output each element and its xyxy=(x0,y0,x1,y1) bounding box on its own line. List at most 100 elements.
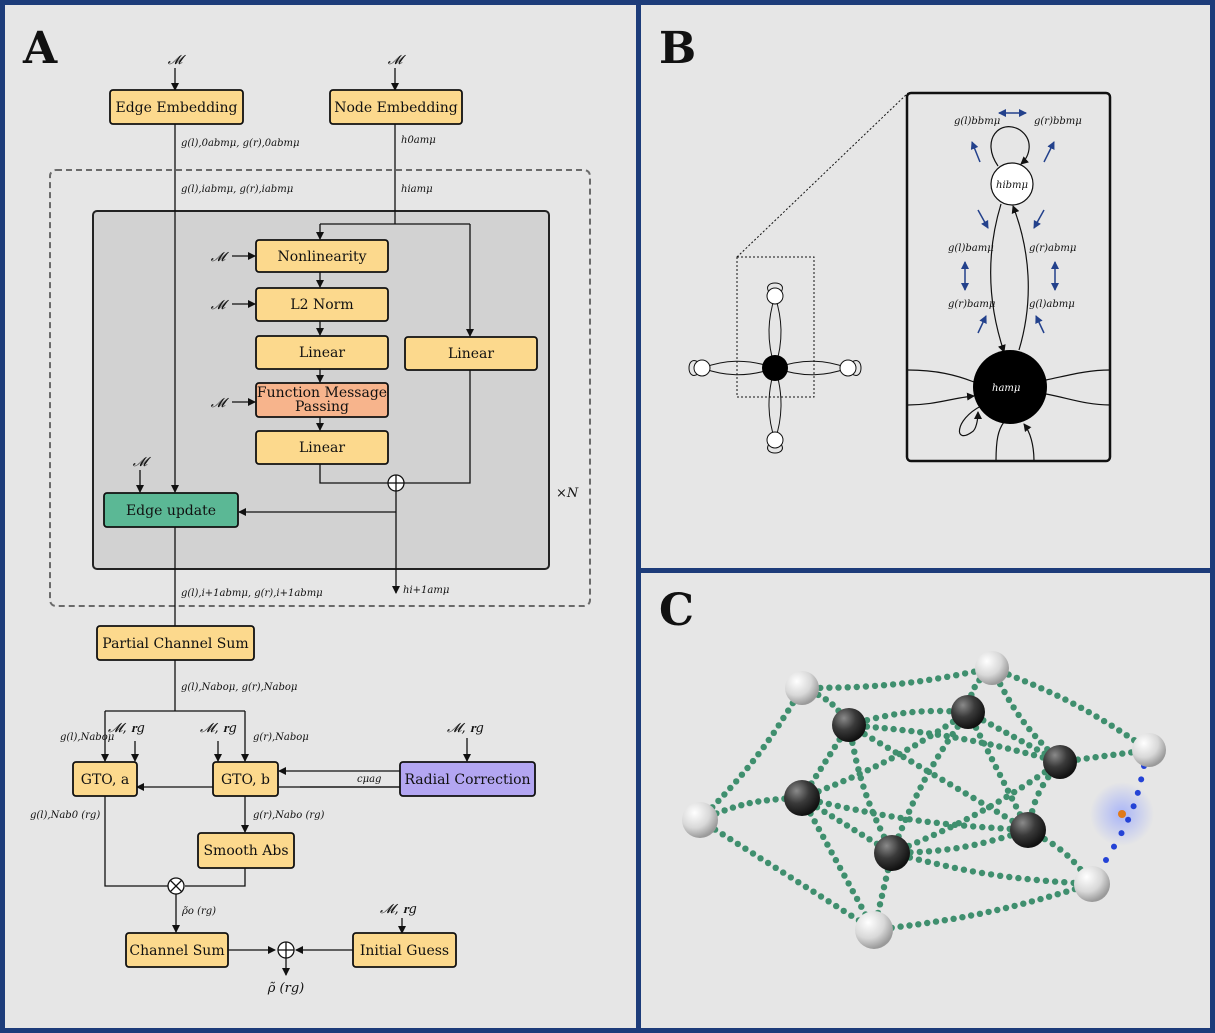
box-gto-b: GTO, b xyxy=(212,761,279,797)
bond-bead xyxy=(836,817,843,825)
bond-bead xyxy=(866,836,873,843)
bond-bead xyxy=(1031,798,1039,806)
bond-bead xyxy=(817,765,824,772)
bond-bead xyxy=(932,918,940,925)
bond-bead xyxy=(780,714,787,722)
bond-bead xyxy=(1061,879,1068,886)
bond-bead xyxy=(933,819,940,826)
sum-node-loop xyxy=(387,474,405,492)
bond-bead xyxy=(918,708,925,715)
bond-bead xyxy=(1070,700,1077,707)
bond-bead xyxy=(1062,696,1069,703)
bond-bead xyxy=(862,683,870,690)
atom-h-2 xyxy=(975,651,1009,685)
box-node-embedding: Node Embedding xyxy=(329,89,463,125)
bond-bead xyxy=(944,673,951,680)
bond-bead xyxy=(1002,904,1010,912)
panel-a-diagram: Edge Embedding Node Embedding Nonlineari… xyxy=(30,53,591,996)
label-m-rg-initial: 𝓜, 𝐫g xyxy=(380,902,417,917)
bond-bead xyxy=(824,841,831,848)
bond-bead xyxy=(1037,895,1044,903)
bond-bead xyxy=(1026,779,1033,786)
bond-bead xyxy=(921,776,928,783)
bond-bead xyxy=(1092,754,1099,761)
small-graph xyxy=(688,92,909,454)
bond-bead xyxy=(1005,696,1013,703)
bond-bead xyxy=(900,753,907,761)
atoms xyxy=(682,651,1166,949)
bond-bead xyxy=(1001,813,1008,820)
panel-c-molecule xyxy=(682,651,1166,949)
label-times-n: ×N xyxy=(556,486,579,501)
bond-bead xyxy=(872,724,879,731)
bond-bead xyxy=(828,849,835,856)
bond-bead xyxy=(780,869,787,876)
bond-bead xyxy=(772,796,779,803)
bond-bead xyxy=(1031,732,1039,740)
bond-bead xyxy=(845,880,852,887)
bond-bead xyxy=(962,790,969,797)
bond-bead xyxy=(942,862,950,870)
bond-bead xyxy=(1024,875,1031,883)
bond-bead xyxy=(876,825,884,832)
small-node-right xyxy=(839,359,857,377)
bond-bead xyxy=(993,808,1001,815)
bond-bead xyxy=(772,864,779,871)
bond-bead xyxy=(823,784,831,792)
bond-bead xyxy=(1100,717,1108,725)
bond-bead xyxy=(976,910,984,917)
bond-bead xyxy=(967,912,975,919)
label-gto-b: GTO, b xyxy=(221,772,270,788)
bond-bead xyxy=(826,684,833,691)
node-h-a xyxy=(973,350,1047,424)
label-edge-emb-out: g(l),0abmμ, g(r),0abmμ xyxy=(181,138,300,149)
bond-bead xyxy=(833,902,840,910)
bond-bead xyxy=(951,821,959,828)
bond-bead xyxy=(911,742,919,749)
bond-bead xyxy=(853,895,861,903)
bond-bead xyxy=(988,756,996,763)
bond-bead xyxy=(840,907,847,915)
bond-bead xyxy=(844,684,851,691)
bond-bead xyxy=(1057,846,1064,853)
box-l2-norm: L2 Norm xyxy=(255,287,389,322)
bond-bead xyxy=(1015,874,1022,882)
bond-bead xyxy=(869,735,876,742)
atom-c-1 xyxy=(832,708,866,742)
atom-c-5 xyxy=(1010,812,1046,848)
bond-bead xyxy=(947,781,954,788)
label-g-bb-l: g(l)bbmμ xyxy=(954,116,1000,127)
box-smooth-abs: Smooth Abs xyxy=(197,832,295,869)
bond-bead xyxy=(987,741,994,748)
label-m-edge: 𝓜 xyxy=(168,53,187,68)
label-gto-a-in: g(l),Naboμ xyxy=(60,732,114,743)
label-g-bam-l: g(l)bamμ xyxy=(948,243,994,254)
label-gto-b-out: g(r),Nabo (rg) xyxy=(253,810,325,821)
label-linear-side: Linear xyxy=(448,346,494,362)
label-node-loop-in: hiamμ xyxy=(401,184,433,195)
bond-bead xyxy=(954,785,962,793)
bond-bead xyxy=(825,800,832,808)
bond-bead xyxy=(1015,711,1022,719)
box-function-message-passing: Function Message Passing xyxy=(255,382,389,418)
bond-bead xyxy=(770,729,777,736)
bond-bead xyxy=(719,831,726,838)
orange-point xyxy=(1118,810,1126,818)
bond-bead xyxy=(733,778,740,785)
bond-bead xyxy=(1004,745,1012,752)
bond-bead xyxy=(848,774,855,781)
atom-h-3 xyxy=(1132,733,1166,767)
panel-c: C xyxy=(636,568,1215,1033)
bond-bead xyxy=(987,871,995,878)
bond-bead xyxy=(913,792,920,799)
bond-bead xyxy=(939,776,946,783)
bond-bead xyxy=(917,678,924,685)
bond-bead xyxy=(1020,900,1027,907)
bond-bead xyxy=(1008,795,1016,802)
blue-bead xyxy=(1111,843,1117,850)
bond-bead xyxy=(987,721,995,728)
label-gto-a-out: g(l),Nab0 (rg) xyxy=(30,810,100,821)
bond-bead xyxy=(888,813,895,820)
iteration-frame xyxy=(49,169,591,607)
